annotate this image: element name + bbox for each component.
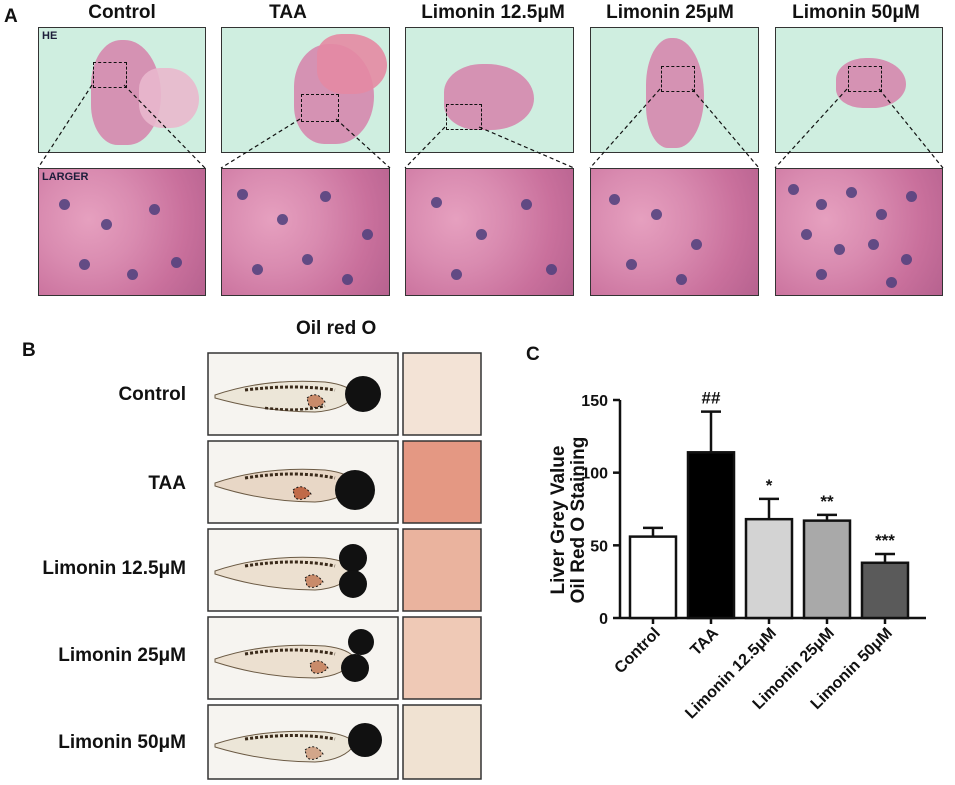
nucleus: [906, 191, 917, 202]
nucleus: [59, 199, 70, 210]
fish-row-limonin-12-5: [207, 528, 482, 612]
he-image-taa: [221, 27, 390, 153]
nucleus: [834, 244, 845, 255]
selection-box: [661, 66, 695, 92]
significance-label-3: **: [820, 492, 834, 511]
he-tag: HE: [42, 30, 58, 42]
zebrafish-images: [207, 352, 482, 780]
row-label-control: Control: [118, 384, 186, 405]
nucleus: [846, 187, 857, 198]
he-image-limonin-12-5: [405, 27, 574, 153]
nucleus: [626, 259, 637, 270]
nucleus: [362, 229, 373, 240]
nucleus: [886, 277, 897, 288]
chart-ticks: 0 50 100 150: [581, 393, 887, 628]
col-title-control: Control: [88, 2, 156, 23]
liver-tissue: [444, 64, 534, 130]
zoom-connectors: [37, 84, 944, 169]
nucleus: [237, 189, 248, 200]
nucleus: [651, 209, 662, 220]
panel-a-letter: A: [4, 6, 18, 27]
nucleus: [609, 194, 620, 205]
he-zoom-taa: [221, 168, 390, 296]
nucleus: [277, 214, 288, 225]
y-tick-label: 150: [581, 393, 608, 410]
nucleus: [101, 219, 112, 230]
he-zoom-limonin-12-5: [405, 168, 574, 296]
row-label-limonin-12-5: Limonin 12.5μM: [42, 558, 186, 579]
panel-c-letter: C: [526, 344, 540, 365]
nucleus: [127, 269, 138, 280]
bar-0: [628, 535, 678, 620]
selection-box: [446, 104, 482, 130]
liver-tissue: [646, 38, 704, 148]
he-zoom-limonin-25: [590, 168, 759, 296]
nucleus: [302, 254, 313, 265]
larger-tag: LARGER: [42, 171, 89, 183]
nucleus: [451, 269, 462, 280]
x-tick-label-1: TAA: [687, 624, 722, 659]
nucleus: [171, 257, 182, 268]
tissue-fold: [317, 34, 387, 94]
nucleus: [79, 259, 90, 270]
col-title-taa: TAA: [269, 2, 307, 23]
panel-b-letter: B: [22, 340, 36, 361]
nucleus: [149, 204, 160, 215]
fish-row-limonin-25: [207, 616, 482, 700]
he-image-limonin-50: [775, 27, 943, 153]
y-tick-label: 100: [581, 466, 608, 483]
col-title-limonin-25: Limonin 25μM: [606, 2, 734, 23]
bar-3: [802, 519, 852, 620]
col-title-limonin-50: Limonin 50μM: [792, 2, 920, 23]
y-tick-label: 0: [599, 611, 608, 628]
fish-row-taa: [207, 440, 482, 524]
bar-2: [744, 517, 794, 620]
fish-row-control: [207, 352, 482, 436]
nucleus: [801, 229, 812, 240]
significance-label-2: *: [766, 476, 773, 495]
selection-box: [848, 66, 882, 92]
y-tick-label: 50: [590, 538, 608, 555]
row-label-taa: TAA: [148, 473, 186, 494]
significance-label-1: ##: [702, 389, 721, 408]
bar-1: [686, 451, 736, 620]
oil-red-o-title: Oil red O: [296, 318, 377, 339]
bar-chart: Liver Grey Value Oil Red O Staining ##**…: [548, 389, 926, 722]
y-axis-label-line1: Liver Grey Value: [548, 446, 569, 595]
tissue-fold: [139, 68, 199, 128]
chart-bars: ##******: [628, 389, 910, 620]
nucleus: [691, 239, 702, 250]
nucleus: [876, 209, 887, 220]
he-zoom-control: LARGER: [38, 168, 206, 296]
row-label-limonin-25: Limonin 25μM: [58, 645, 186, 666]
nucleus: [342, 274, 353, 285]
x-tick-label-0: Control: [612, 625, 664, 677]
y-axis-label-line2: Oil Red O Staining: [568, 437, 589, 604]
he-image-control: HE: [38, 27, 206, 153]
nucleus: [676, 274, 687, 285]
nucleus: [252, 264, 263, 275]
nucleus: [521, 199, 532, 210]
nucleus: [788, 184, 799, 195]
he-image-limonin-25: [590, 27, 759, 153]
bar-4: [860, 561, 910, 620]
nucleus: [868, 239, 879, 250]
row-label-limonin-50: Limonin 50μM: [58, 732, 186, 753]
nucleus: [816, 269, 827, 280]
nucleus: [320, 191, 331, 202]
selection-box: [93, 62, 127, 88]
nucleus: [546, 264, 557, 275]
he-zoom-limonin-50: [775, 168, 943, 296]
selection-box: [301, 94, 339, 122]
nucleus: [816, 199, 827, 210]
col-title-limonin-12-5: Limonin 12.5μM: [421, 2, 565, 23]
significance-label-4: ***: [875, 531, 895, 550]
fish-row-limonin-50: [207, 704, 482, 780]
nucleus: [901, 254, 912, 265]
nucleus: [476, 229, 487, 240]
nucleus: [431, 197, 442, 208]
